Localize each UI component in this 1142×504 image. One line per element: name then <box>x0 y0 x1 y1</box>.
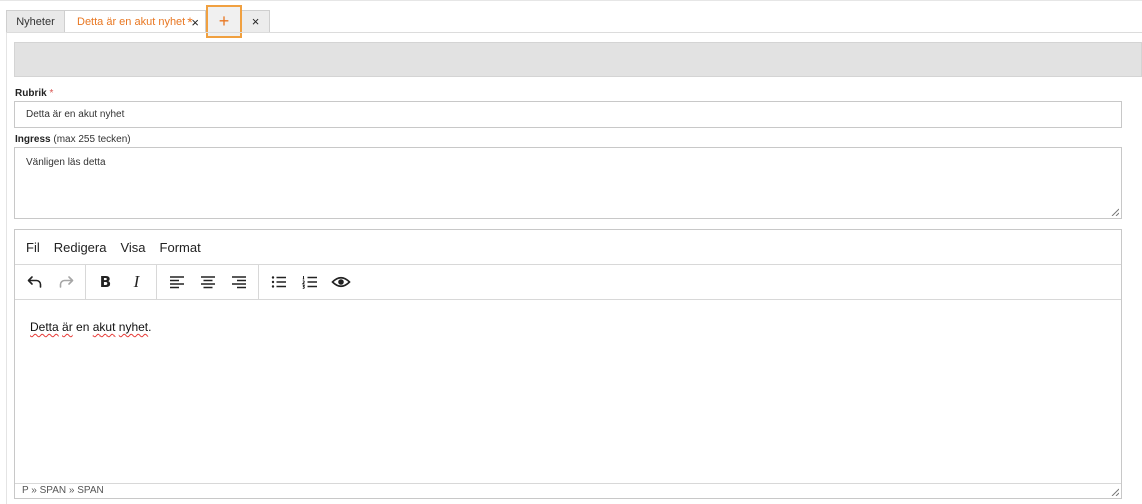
ingress-hint: (max 255 tecken) <box>53 134 131 145</box>
required-marker: * <box>49 88 54 99</box>
align-center-icon <box>200 276 215 289</box>
bullet-list-icon <box>271 276 286 288</box>
align-left-icon <box>169 276 184 289</box>
resize-grip-icon[interactable] <box>1111 488 1119 496</box>
tab-nyheter[interactable]: Nyheter <box>6 10 65 33</box>
menu-fil[interactable]: Fil <box>26 239 40 255</box>
redo-icon <box>59 276 73 288</box>
ingress-textarea[interactable]: Vänligen läs detta <box>14 147 1122 219</box>
align-right-icon <box>231 276 246 289</box>
editor-statusbar: P » SPAN » SPAN <box>15 483 1121 498</box>
rubrik-label: Rubrik * <box>15 88 54 99</box>
tab-current-label: Detta är en akut nyhet <box>77 15 186 28</box>
rich-text-editor: Fil Redigera Visa Format B <box>14 229 1122 499</box>
tab-current-article[interactable]: Detta är en akut nyhet * × <box>65 10 206 33</box>
undo-icon <box>27 276 41 288</box>
editor-menubar: Fil Redigera Visa Format <box>15 230 1121 265</box>
numbered-list-icon <box>301 276 317 289</box>
resize-grip-icon[interactable] <box>1111 208 1119 216</box>
add-tab-button[interactable]: + <box>206 5 242 38</box>
history-group <box>15 265 86 299</box>
editor-content[interactable]: Detta är en akut nyhet. <box>15 302 1121 484</box>
ingress-value: Vänligen läs detta <box>26 157 106 168</box>
bullet-list-button[interactable] <box>263 268 294 296</box>
ingress-label: Ingress (max 255 tecken) <box>15 134 131 145</box>
list-group <box>259 265 360 299</box>
menu-redigera[interactable]: Redigera <box>53 239 107 255</box>
menu-visa[interactable]: Visa <box>120 239 146 255</box>
tab-close-icon[interactable]: × <box>191 15 199 30</box>
top-divider <box>0 0 1142 1</box>
panel-border <box>6 33 7 504</box>
tab-underline <box>6 32 1142 33</box>
undo-button[interactable] <box>19 268 50 296</box>
rubrik-value: Detta är en akut nyhet <box>26 109 125 120</box>
preview-icon <box>330 276 351 288</box>
menu-format[interactable]: Format <box>159 239 201 255</box>
close-icon: × <box>251 14 260 29</box>
unsaved-indicator: * <box>187 13 193 30</box>
rubrik-input[interactable]: Detta är en akut nyhet <box>14 101 1122 128</box>
bold-icon: B <box>99 273 112 291</box>
bold-button[interactable]: B <box>90 268 121 296</box>
align-right-button[interactable] <box>223 268 254 296</box>
close-all-tabs-button[interactable]: × <box>242 10 270 33</box>
alignment-group <box>157 265 259 299</box>
italic-icon: I <box>133 272 140 291</box>
element-path[interactable]: P » SPAN » SPAN <box>22 485 104 496</box>
formatting-group: B I <box>86 265 157 299</box>
preview-button[interactable] <box>325 268 356 296</box>
editor-toolbar: B I <box>15 265 1121 300</box>
editor-paragraph: Detta är en akut nyhet. <box>30 320 152 334</box>
align-center-button[interactable] <box>192 268 223 296</box>
tab-nyheter-label: Nyheter <box>16 15 55 28</box>
redo-button[interactable] <box>50 268 81 296</box>
align-left-button[interactable] <box>161 268 192 296</box>
plus-icon: + <box>218 11 230 31</box>
italic-button[interactable]: I <box>121 268 152 296</box>
header-bar <box>14 42 1142 77</box>
tab-bar: Nyheter Detta är en akut nyhet * × + × <box>6 5 270 38</box>
numbered-list-button[interactable] <box>294 268 325 296</box>
